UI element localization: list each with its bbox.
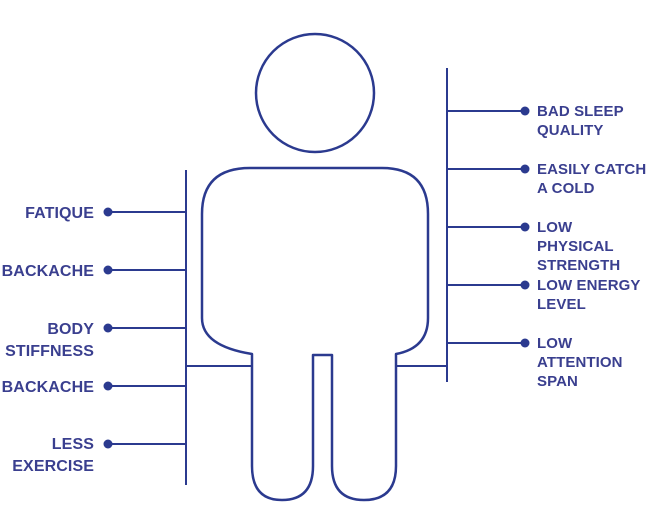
body-outline — [200, 166, 430, 502]
left-label-backache: BACKACHE — [1, 263, 94, 280]
right-label-low-energy-level: LOW ENERGY LEVEL — [537, 277, 641, 313]
right-label-bad-sleep-quality: BAD SLEEP QUALITY — [537, 103, 624, 139]
left-leaders — [103, 207, 186, 449]
right-leaders — [447, 106, 530, 348]
right-leader-dot — [520, 338, 530, 348]
right-label-low-attention-span: LOW ATTENTION SPAN — [537, 335, 623, 390]
left-leader-dot — [103, 381, 113, 391]
head-outline — [254, 32, 376, 154]
right-leader-dot — [520, 164, 530, 174]
left-label-backache-2: BACKACHE — [1, 379, 94, 396]
left-leader-dot — [103, 323, 113, 333]
left-label-less-exercise: LESS EXERCISE — [12, 436, 94, 475]
left-label-body-stiffness: BODY STIFFNESS — [5, 321, 94, 360]
right-label-low-physical-strength: LOW PHYSICAL STRENGTH — [537, 219, 621, 274]
left-leader-dot — [103, 265, 113, 275]
right-leader-dot — [520, 280, 530, 290]
right-label-easily-catch-a-cold: EASILY CATCH A COLD — [537, 161, 647, 197]
left-leader-dot — [103, 207, 113, 217]
right-leader-dot — [520, 106, 530, 116]
right-leader-dot — [520, 222, 530, 232]
left-label-fatique: FATIQUE — [25, 205, 94, 222]
left-leader-dot — [103, 439, 113, 449]
